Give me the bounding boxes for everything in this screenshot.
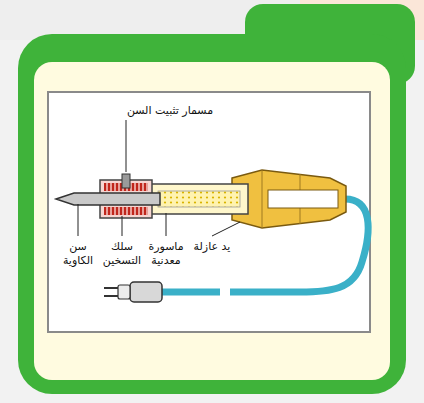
plug-pin	[104, 295, 118, 297]
metal-tube	[150, 184, 248, 214]
leader-line	[122, 216, 123, 236]
picture-box	[48, 92, 370, 332]
green-frame	[18, 34, 406, 394]
tube-core	[158, 191, 240, 207]
heating-wire	[104, 207, 148, 215]
part-label: سلك التسخين	[100, 240, 144, 268]
plug	[118, 285, 130, 299]
part-label: ماسورة معدنية	[144, 240, 188, 268]
cable	[160, 289, 220, 296]
part-label: سن الكاوية	[57, 240, 99, 268]
cream-panel	[34, 62, 390, 380]
part-label: يد عازلة	[192, 240, 232, 254]
soldering-tip	[56, 193, 160, 205]
leader-line	[78, 204, 79, 236]
plug-pin	[104, 287, 118, 289]
cable-break	[222, 286, 228, 298]
fixing-screw	[122, 174, 130, 188]
leader-line	[212, 222, 240, 236]
leader-line	[126, 120, 127, 172]
handle-bore	[268, 190, 338, 208]
part-label-top: مسمار تثبيت السن	[105, 104, 235, 118]
plug	[130, 282, 162, 302]
insulated-handle	[232, 170, 346, 228]
leader-line	[166, 213, 167, 236]
